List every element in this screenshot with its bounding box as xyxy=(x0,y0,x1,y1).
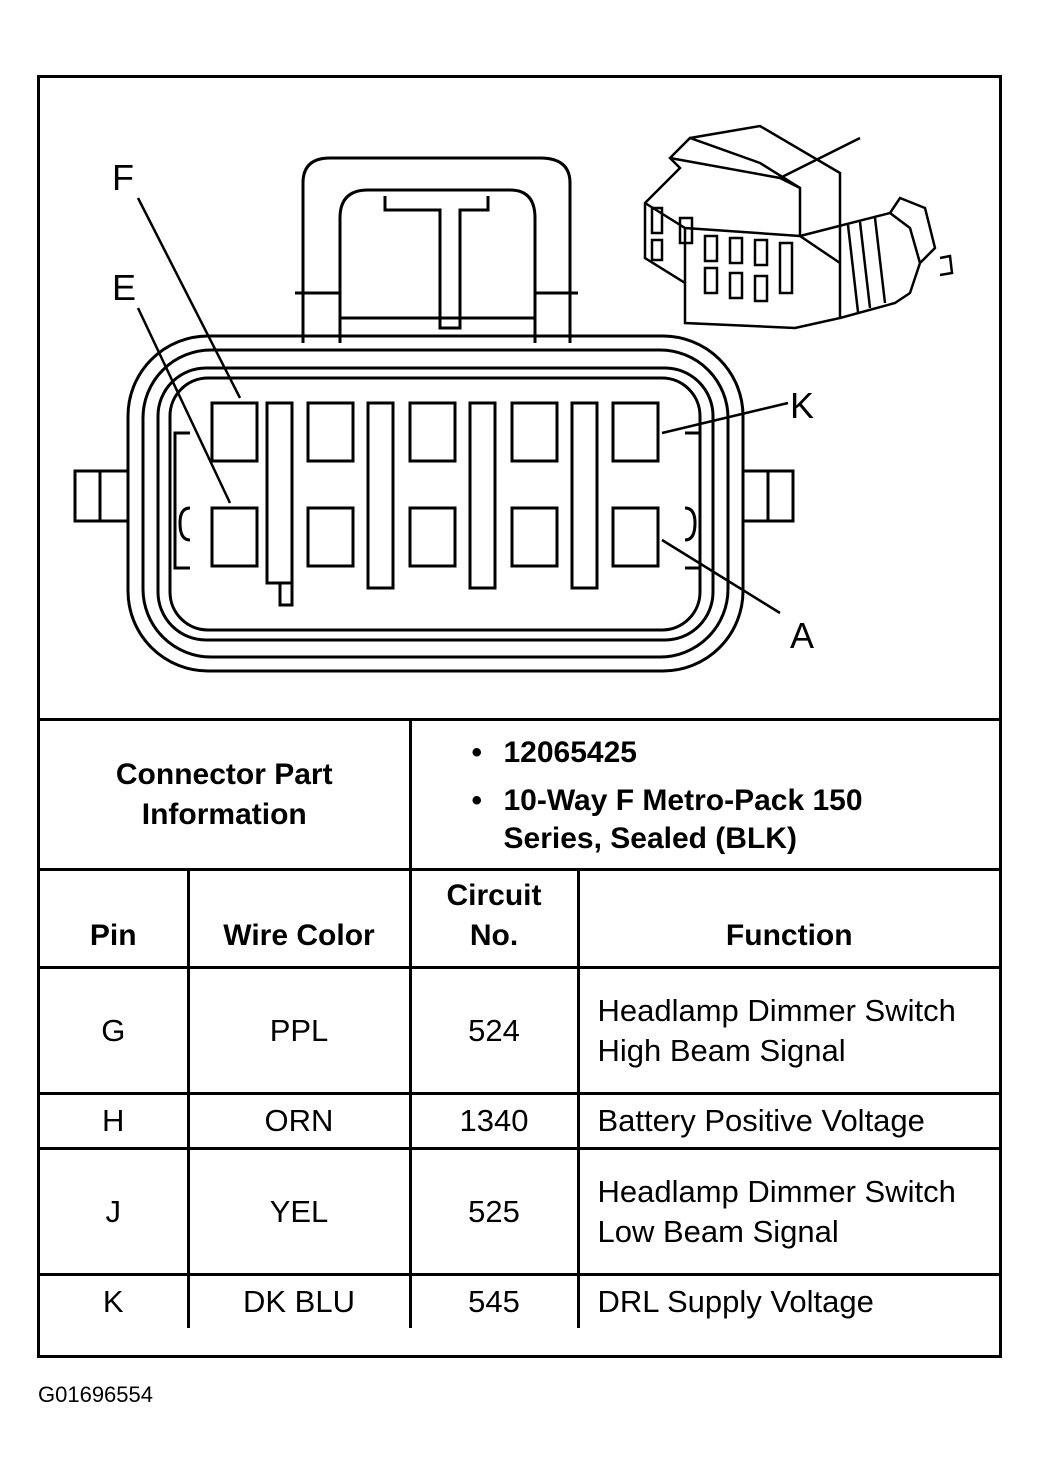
table-row: H ORN 1340 Battery Positive Voltage xyxy=(40,1092,999,1150)
cell-wire-color: DK BLU xyxy=(186,1273,412,1328)
pin-label-e: E xyxy=(112,267,136,308)
connector-perspective-view xyxy=(643,124,954,330)
cell-wire-color: ORN xyxy=(186,1092,412,1150)
part-number: 12065425 xyxy=(503,735,637,769)
bullet-icon: • xyxy=(471,735,483,769)
table-header-row: Pin Wire Color Circuit No. Function xyxy=(40,868,999,969)
bullet-icon: • xyxy=(471,783,483,817)
cell-wire-color: PPL xyxy=(186,966,412,1095)
part-description: 10-Way F Metro-Pack 150 Series, Sealed (… xyxy=(503,783,863,855)
cell-pin: K xyxy=(40,1273,190,1328)
cell-function: Headlamp Dimmer Switch High Beam Signal xyxy=(576,966,999,1095)
cell-pin: H xyxy=(40,1092,190,1150)
part-info-item: • 12065425 xyxy=(472,734,1000,772)
cell-pin: G xyxy=(40,966,190,1095)
pinout-table: Pin Wire Color Circuit No. Function G PP… xyxy=(40,868,999,1328)
cell-circuit: 1340 xyxy=(408,1092,580,1150)
pin-cavities xyxy=(210,401,660,607)
cell-pin: J xyxy=(40,1147,190,1276)
figure-id: G01696554 xyxy=(38,1382,153,1407)
cell-function: DRL Supply Voltage xyxy=(576,1273,999,1328)
part-info-item: • 10-Way F Metro-Pack 150 Series, Sealed … xyxy=(472,782,1000,858)
header-circuit-no: Circuit No. xyxy=(408,868,580,969)
cell-wire-color: YEL xyxy=(186,1147,412,1276)
connector-part-table: Connector Part Information • 12065425 • 10… xyxy=(40,718,999,871)
connector-diagram: F E K A xyxy=(73,124,954,673)
header-function: Function xyxy=(576,868,999,969)
table-row: K DK BLU 545 DRL Supply Voltage xyxy=(40,1273,999,1328)
cell-circuit: 545 xyxy=(408,1273,580,1328)
table-row: J YEL 525 Headlamp Dimmer Switch Low Bea… xyxy=(40,1147,999,1276)
connector-body xyxy=(73,334,795,673)
pin-label-a: A xyxy=(790,615,814,656)
header-pin: Pin xyxy=(40,868,190,969)
header-wire-color: Wire Color xyxy=(186,868,412,969)
pin-label-k: K xyxy=(790,385,814,426)
pin-label-f: F xyxy=(112,157,134,198)
cell-circuit: 524 xyxy=(408,966,580,1095)
cell-function: Battery Positive Voltage xyxy=(576,1092,999,1150)
leader-lines xyxy=(136,197,789,615)
diagram-frame: F E K A Connector Part Information • 1206… xyxy=(37,75,1002,1358)
cell-circuit: 525 xyxy=(408,1147,580,1276)
part-info-list: • 12065425 • 10-Way F Metro-Pack 150 Serie… xyxy=(408,718,1000,871)
part-info-label: Connector Part Information xyxy=(40,718,412,871)
cell-function: Headlamp Dimmer Switch Low Beam Signal xyxy=(576,1147,999,1276)
locking-tab xyxy=(295,156,578,343)
table-row: G PPL 524 Headlamp Dimmer Switch High Be… xyxy=(40,966,999,1095)
